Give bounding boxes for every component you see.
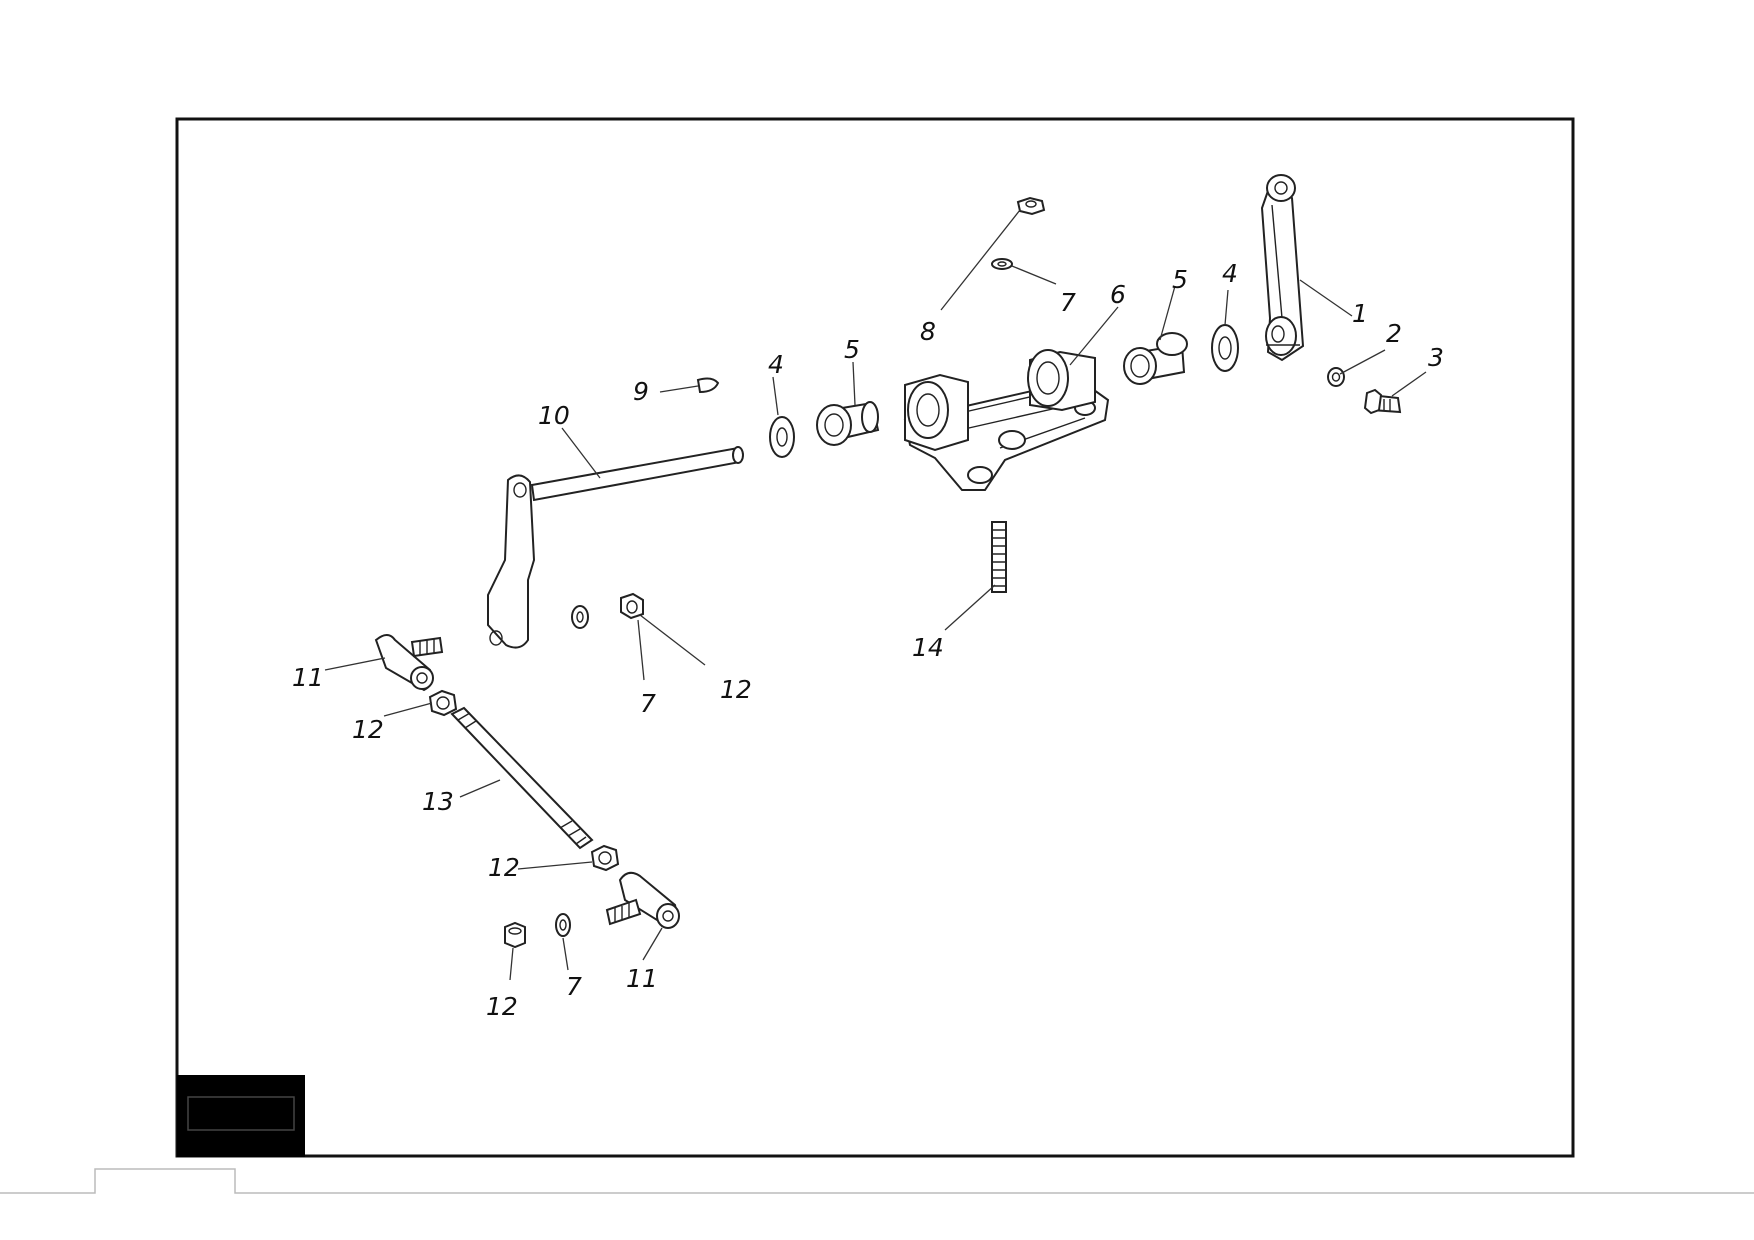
nut-lower-middle-part [590, 844, 620, 872]
threaded-stud-part [991, 521, 1007, 593]
nut-upper-part [428, 689, 458, 717]
callout-2: 2 [1386, 319, 1402, 348]
callout-9: 9 [633, 377, 649, 406]
callout-6: 6 [1110, 280, 1126, 309]
title-block [177, 1075, 305, 1157]
lock-washer-bottom-part [555, 913, 571, 937]
callout-7-top: 7 [1060, 288, 1076, 317]
threaded-rod-part [450, 706, 594, 850]
page-tab-line [0, 1168, 1754, 1194]
bushing-left-part [816, 401, 880, 446]
nut-middle-part [620, 592, 644, 620]
callout-7-middle: 7 [640, 689, 656, 718]
callout-11-lower: 11 [626, 964, 658, 993]
callout-7-bottom: 7 [566, 972, 582, 1001]
callout-8: 8 [920, 317, 936, 346]
rod-end-lower-part [605, 871, 680, 929]
callout-1: 1 [1352, 299, 1368, 328]
callout-12-middle: 12 [720, 675, 752, 704]
title-block-inner [187, 1096, 295, 1131]
bolt-part [1363, 388, 1402, 415]
callout-12-lower: 12 [488, 853, 520, 882]
callout-5-left: 5 [844, 335, 860, 364]
callout-5-right: 5 [1172, 265, 1188, 294]
callouts: 1 2 3 4 4 5 5 6 7 7 7 8 9 10 11 11 12 12… [292, 259, 1444, 1021]
callout-11-upper: 11 [292, 663, 324, 692]
drawing-frame [175, 117, 1575, 1158]
nut-bottom-part [504, 921, 526, 949]
washer-small-part [1327, 367, 1345, 387]
callout-4-right: 4 [1222, 259, 1238, 288]
callout-12-upper: 12 [352, 715, 384, 744]
callout-10: 10 [538, 401, 570, 430]
callout-4-left: 4 [768, 350, 784, 379]
woodruff-key-part [696, 377, 720, 394]
bushing-right-part [1123, 332, 1188, 385]
flat-washer-left-part [769, 416, 795, 458]
flat-washer-right-part [1211, 324, 1239, 372]
bracket-housing-part [903, 349, 1110, 491]
lever-arm-part [1260, 174, 1305, 362]
lock-washer-top-part [991, 258, 1013, 270]
crank-shaft-part [487, 446, 744, 649]
callout-13: 13 [422, 787, 454, 816]
callout-14: 14 [912, 633, 944, 662]
nut-top-part [1016, 196, 1046, 216]
callout-3: 3 [1428, 343, 1444, 372]
lock-washer-middle-part [571, 605, 589, 629]
callout-12-bottom: 12 [486, 992, 518, 1021]
rod-end-upper-part [374, 634, 444, 692]
leader-lines [324, 209, 1427, 981]
